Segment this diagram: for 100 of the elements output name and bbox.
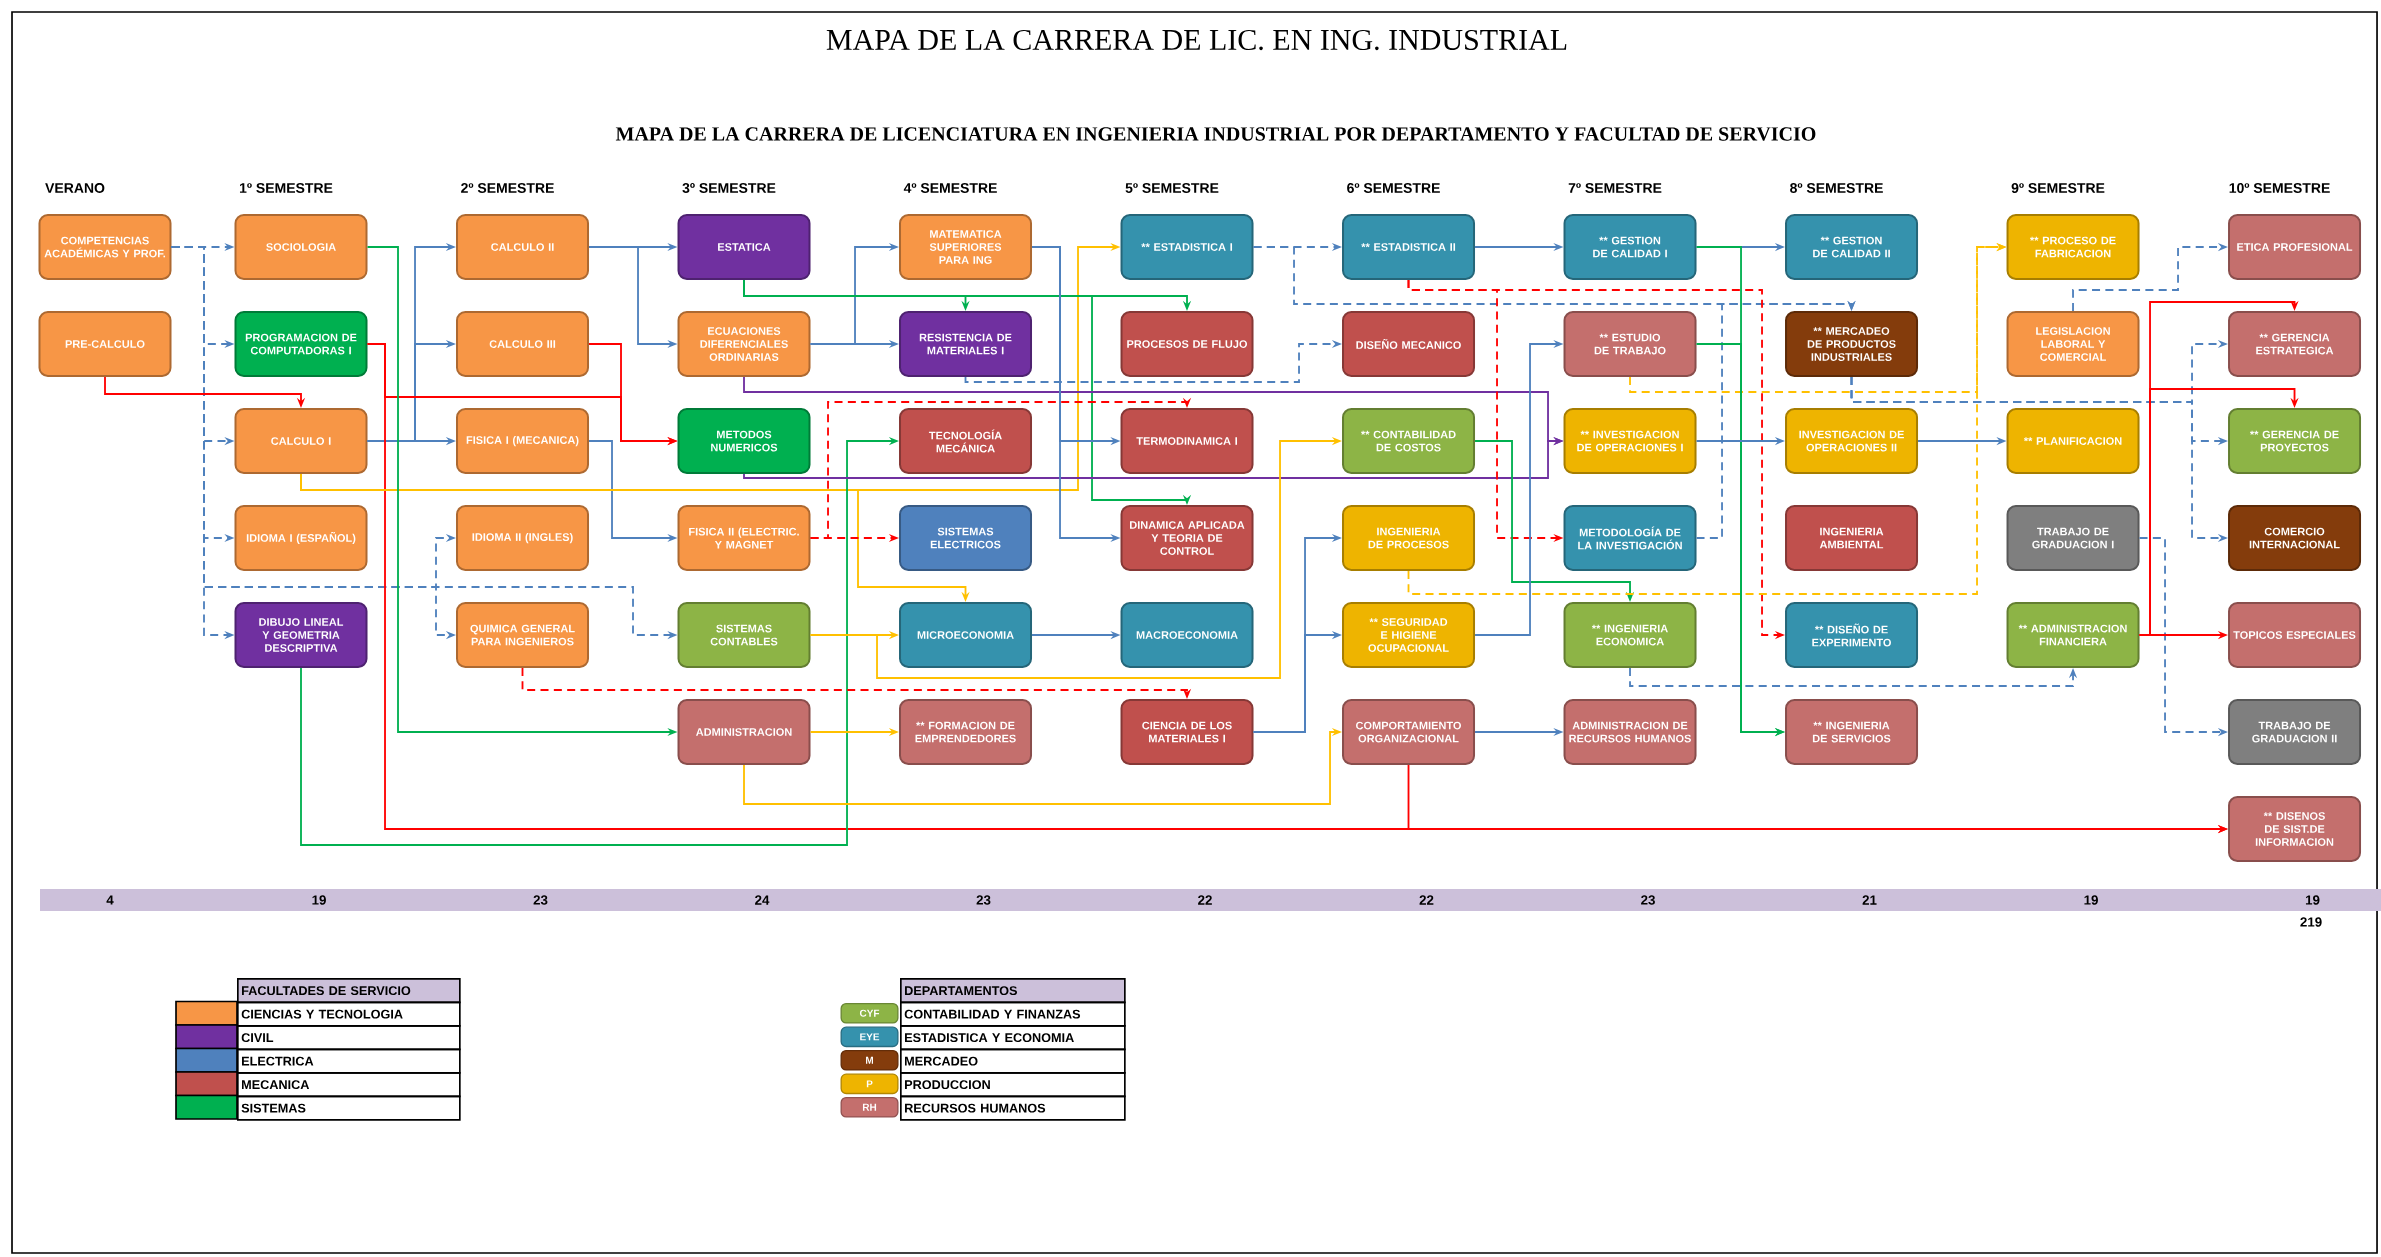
- course-box: CIENCIA DE LOS MATERIALES I: [1120, 699, 1254, 765]
- course-box: COMERCIO INTERNACIONAL: [2228, 505, 2362, 571]
- legend-label: MECANICA: [237, 1072, 461, 1098]
- course-box: FISICA I (MECANICA): [456, 408, 589, 474]
- legend-label: RECURSOS HUMANOS: [900, 1095, 1126, 1121]
- credit-number: 22: [1419, 895, 1434, 905]
- credit-number: 19: [312, 895, 326, 905]
- arrow: [809, 397, 1192, 539]
- course-box: ** CONTABILIDAD DE COSTOS: [1342, 408, 1476, 474]
- course-box: DINAMICA APLICADA Y TEORIA DE CONTROL: [1120, 505, 1254, 571]
- course-box: PROCESOS DE FLUJO: [1120, 311, 1254, 377]
- course-box: ** PLANIFICACION: [2006, 408, 2140, 474]
- course-box: TRABAJO DE GRADUACION I: [2006, 505, 2140, 571]
- course-box: RESISTENCIA DE MATERIALES I: [899, 311, 1032, 377]
- course-box: TOPICOS ESPECIALES: [2228, 602, 2362, 668]
- course-box: PROGRAMACION DE COMPUTADORAS I: [234, 311, 368, 377]
- course-box: MATEMATICA SUPERIORES PARA ING: [899, 214, 1032, 280]
- course-box: ESTATICA: [677, 214, 811, 280]
- legend-header: DEPARTAMENTOS: [900, 978, 1126, 1004]
- semester-heading: 1º SEMESTRE: [240, 183, 333, 193]
- semester-heading: 4º SEMESTRE: [903, 183, 997, 193]
- course-box: ** INGENIERIA DE SERVICIOS: [1785, 699, 1919, 765]
- course-box: ** ADMINISTRACION FINANCIERA: [2006, 602, 2140, 668]
- semester-heading: 5º SEMESTRE: [1125, 183, 1219, 193]
- course-box: INGENIERIA DE PROCESOS: [1342, 505, 1476, 571]
- semester-heading: 7º SEMESTRE: [1568, 183, 1662, 193]
- legend-label: ELECTRICA: [237, 1048, 461, 1074]
- semester-heading: VERANO: [45, 183, 105, 193]
- course-box: CALCULO II: [456, 214, 589, 280]
- credit-number: 24: [755, 895, 770, 905]
- course-box: SISTEMAS CONTABLES: [677, 602, 811, 668]
- course-box: COMPETENCIAS ACADÉMICAS Y PROF.: [38, 214, 172, 280]
- course-box: PRE-CALCULO: [38, 311, 172, 377]
- course-box: FISICA II (ELECTRIC. Y MAGNET: [677, 505, 811, 571]
- course-box: DISEÑO MECANICO: [1342, 311, 1476, 377]
- credit-number: 21: [1862, 895, 1877, 905]
- course-box: LEGISLACION LABORAL Y COMERCIAL: [2006, 311, 2140, 377]
- course-box: ETICA PROFESIONAL: [2228, 214, 2362, 280]
- credit-number: 23: [1641, 895, 1655, 905]
- course-box: ** DISEÑO DE EXPERIMENTO: [1785, 602, 1919, 668]
- course-box: SISTEMAS ELECTRICOS: [899, 505, 1032, 571]
- course-box: METODOLOGÍA DE LA INVESTIGACIÓN: [1563, 505, 1697, 571]
- course-box: ECUACIONES DIFERENCIALES ORDINARIAS: [677, 311, 811, 377]
- course-box: MACROECONOMIA: [1120, 602, 1254, 668]
- legend-label: CIVIL: [237, 1025, 461, 1051]
- legend-label: ESTADISTICA Y ECONOMIA: [900, 1025, 1126, 1051]
- course-box: TRABAJO DE GRADUACION II: [2228, 699, 2362, 765]
- course-box: ** DISENOS DE SIST.DE INFORMACION: [2228, 796, 2362, 862]
- course-box: IDIOMA I (ESPAÑOL): [234, 505, 368, 571]
- course-box: IDIOMA II (INGLES): [456, 505, 589, 571]
- course-box: ** MERCADEO DE PRODUCTOS INDUSTRIALES: [1785, 311, 1919, 377]
- course-box: SOCIOLOGIA: [234, 214, 368, 280]
- course-box: ** GERENCIA DE PROYECTOS: [2228, 408, 2362, 474]
- legend-label: PRODUCCION: [900, 1072, 1126, 1098]
- title: MAPA DE LA CARRERA DE LIC. EN ING. INDUSTRIAL: [826, 29, 1567, 51]
- course-box: DIBUJO LINEAL Y GEOMETRIA DESCRIPTIVA: [234, 602, 368, 668]
- course-box: ** GESTION DE CALIDAD I: [1563, 214, 1697, 280]
- course-box: METODOS NUMERICOS: [677, 408, 811, 474]
- semester-heading: 8º SEMESTRE: [1790, 183, 1883, 193]
- course-box: ** SEGURIDAD E HIGIENE OCUPACIONAL: [1342, 602, 1476, 668]
- legend-label: CONTABILIDAD Y FINANZAS: [900, 1001, 1126, 1027]
- course-box: ** INGENIERIA ECONOMICA: [1563, 602, 1697, 668]
- course-box: ** INVESTIGACION DE OPERACIONES I: [1563, 408, 1697, 474]
- course-box: MICROECONOMIA: [899, 602, 1032, 668]
- course-box: COMPORTAMIENTO ORGANIZACIONAL: [1342, 699, 1476, 765]
- semester-heading: 10º SEMESTRE: [2229, 183, 2330, 193]
- arrow: [1695, 300, 1856, 539]
- semester-heading: 9º SEMESTRE: [2011, 183, 2105, 193]
- subtitle: MAPA DE LA CARRERA DE LICENCIATURA EN INGENIERIA INDUSTRIAL POR DEPARTAMENTO Y FACULTAD DE SERVICIO: [615, 127, 1816, 141]
- course-box: CALCULO III: [456, 311, 589, 377]
- course-box: ** ESTADISTICA I: [1120, 214, 1254, 280]
- course-box: TECNOLOGÍA MECÁNICA: [899, 408, 1032, 474]
- course-box: INGENIERIA AMBIENTAL: [1785, 505, 1919, 571]
- legend-label: CIENCIAS Y TECNOLOGIA: [237, 1001, 461, 1027]
- course-box: ** FORMACION DE EMPRENDEDORES: [899, 699, 1032, 765]
- legend-label: SISTEMAS: [237, 1095, 461, 1121]
- course-box: INVESTIGACION DE OPERACIONES II: [1785, 408, 1919, 474]
- legend-header: FACULTADES DE SERVICIO: [237, 978, 461, 1004]
- course-box: TERMODINAMICA I: [1120, 408, 1254, 474]
- course-box: ** PROCESO DE FABRICACION: [2006, 214, 2140, 280]
- course-box: ** GERENCIA ESTRATEGICA: [2228, 311, 2362, 377]
- legend-label: MERCADEO: [900, 1048, 1126, 1074]
- course-box: CALCULO I: [234, 408, 368, 474]
- course-box: ** ESTUDIO DE TRABAJO: [1563, 311, 1697, 377]
- semester-heading: 3º SEMESTRE: [682, 183, 776, 193]
- course-box: ** ESTADISTICA II: [1342, 214, 1476, 280]
- credit-number: 4: [106, 895, 114, 905]
- credit-number: 23: [976, 895, 991, 905]
- course-box: ** GESTION DE CALIDAD II: [1785, 214, 1919, 280]
- arrow: [2138, 388, 2299, 636]
- credit-number: 23: [533, 895, 548, 905]
- semester-heading: 6º SEMESTRE: [1347, 183, 1440, 193]
- credit-number: 19: [2305, 895, 2320, 905]
- credit-number: 19: [2084, 895, 2098, 905]
- course-box: ADMINISTRACION: [677, 699, 811, 765]
- course-box: ADMINISTRACION DE RECURSOS HUMANOS: [1563, 699, 1697, 765]
- semester-heading: 2º SEMESTRE: [461, 183, 554, 193]
- credit-number: 22: [1198, 895, 1212, 905]
- total-credits: 219: [2300, 917, 2322, 927]
- course-box: QUIMICA GENERAL PARA INGENIEROS: [456, 602, 589, 668]
